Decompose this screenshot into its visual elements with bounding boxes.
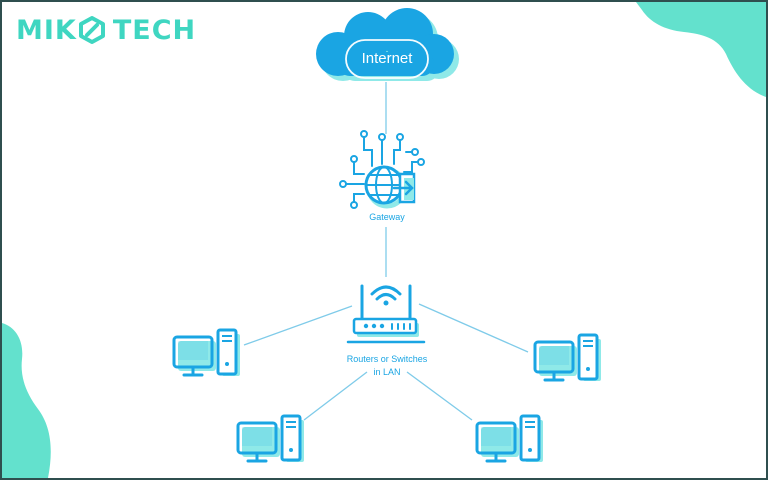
desktop-computer-icon (533, 333, 603, 383)
cloud-icon (316, 8, 459, 81)
connection-lines (243, 82, 529, 421)
desktop-computer-icon (172, 328, 242, 378)
globe-gateway-icon (339, 130, 425, 209)
desktop-computer-icon (236, 414, 306, 464)
link-router-pc-bottom-left (303, 371, 368, 421)
logo-text-left: MIK (16, 14, 77, 46)
logo-text-right: TECH (112, 14, 197, 46)
desktop-computer-icon (475, 414, 545, 464)
brand-logo: MIK TECH (16, 16, 196, 44)
logo-o-mark-icon (78, 16, 105, 44)
link-router-pc-bottom-right (406, 371, 473, 421)
link-router-pc-left (243, 305, 353, 346)
corner-blob-bottom-left (2, 323, 51, 478)
wifi-router-icon (346, 284, 426, 344)
corner-blob-top-right (606, 2, 766, 97)
link-router-pc-right (418, 303, 529, 353)
router-label: Routers or Switches in LAN (320, 353, 454, 379)
internet-label: Internet (361, 50, 413, 67)
router-label-line2: in LAN (373, 367, 401, 377)
gateway-label: Gateway (369, 212, 405, 222)
router-label-line1: Routers or Switches (346, 354, 428, 364)
